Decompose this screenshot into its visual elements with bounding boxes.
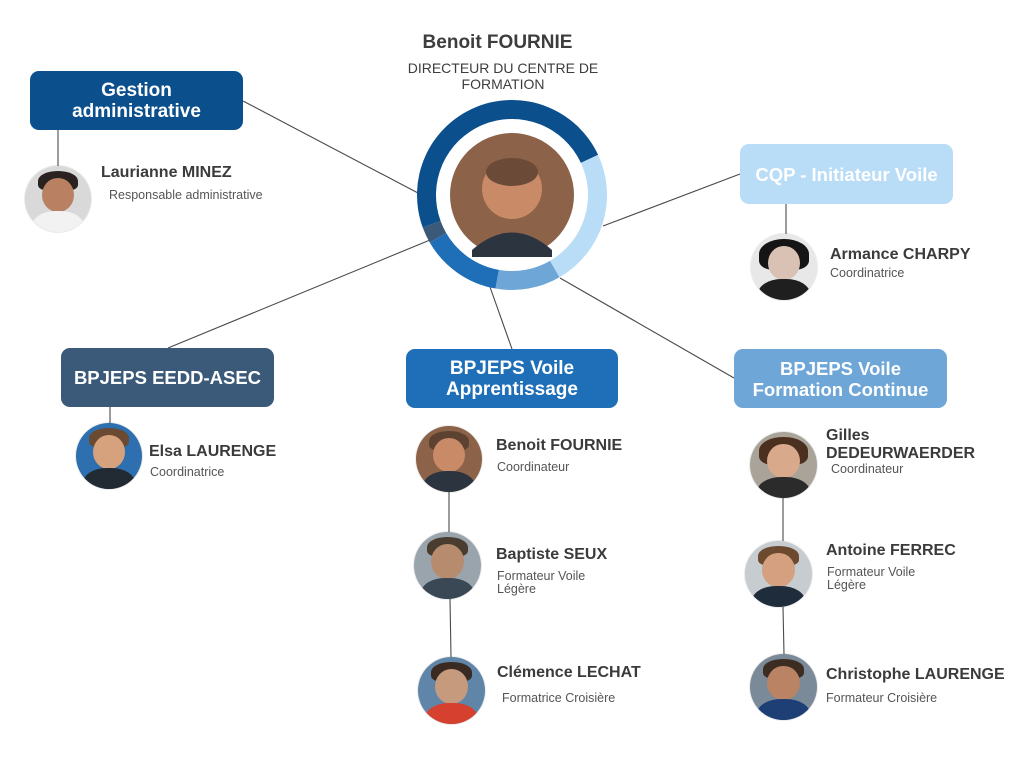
avatar-armance[interactable] <box>751 234 817 300</box>
dept-label: BPJEPS EEDD-ASEC <box>73 367 262 388</box>
ring-segment <box>495 260 560 290</box>
dept-label: Gestion administrative <box>72 79 201 122</box>
dept-bpjeps-eedd-asec[interactable]: BPJEPS EEDD-ASEC <box>61 348 274 407</box>
connector-antoine-christophe <box>782 606 785 655</box>
dept-cqp-initiateur-voile[interactable]: CQP - Initiateur Voile <box>740 144 953 204</box>
person-role: Formateur Voile Légère <box>827 565 916 592</box>
person-role: Formatrice Croisière <box>502 691 616 705</box>
person-name: Baptiste SEUX <box>496 546 608 563</box>
connector-voile-app <box>489 286 513 350</box>
ring-segment <box>422 220 447 243</box>
ring-segment <box>416 99 599 228</box>
person-name: Gilles DEDEURWAERDER <box>826 427 976 462</box>
dept-gestion-administrative[interactable]: Gestion administrative <box>30 71 243 130</box>
avatar-clemence[interactable] <box>418 657 485 724</box>
person-role: Coordinateur <box>497 460 570 474</box>
connector-baptiste-clemence <box>449 598 452 658</box>
connector-eedd <box>167 239 431 349</box>
avatar-baptiste[interactable] <box>414 532 481 599</box>
ring-segment <box>550 154 607 278</box>
dept-bpjeps-voile-formation-continue[interactable]: BPJEPS Voile Formation Continue <box>734 349 947 408</box>
person-role: Formateur Croisière <box>826 691 938 705</box>
avatar-laurianne[interactable] <box>25 166 91 232</box>
director-title: DIRECTEUR DU CENTRE DE FORMATION <box>407 60 599 92</box>
person-role: Formateur Voile Légère <box>497 569 586 596</box>
director-photo[interactable] <box>450 133 574 257</box>
avatar-gilles[interactable] <box>750 432 817 498</box>
avatar-benoit[interactable] <box>416 426 482 492</box>
connector-voile-fc <box>559 277 735 379</box>
connector-gestion <box>242 100 419 194</box>
person-name: Armance CHARPY <box>830 246 971 263</box>
dept-bpjeps-voile-apprentissage[interactable]: BPJEPS Voile Apprentissage <box>406 349 618 408</box>
person-name: Benoit FOURNIE <box>496 437 623 454</box>
person-role: Coordinatrice <box>830 266 905 280</box>
avatar-elsa[interactable] <box>76 423 142 489</box>
connector-cqp <box>602 173 741 227</box>
director-name: Benoit FOURNIE <box>422 32 573 53</box>
dept-label: BPJEPS Voile Formation Continue <box>752 357 929 400</box>
person-role: Coordinateur <box>831 462 904 476</box>
ring-segment <box>429 233 499 289</box>
dept-label: BPJEPS Voile Apprentissage <box>446 357 578 400</box>
person-name: Antoine FERREC <box>826 542 956 559</box>
director-ring <box>416 99 607 290</box>
avatar-christophe[interactable] <box>750 654 817 720</box>
person-role: Responsable administrative <box>109 188 263 202</box>
person-name: Christophe LAURENGE <box>826 666 1005 683</box>
dept-label: CQP - Initiateur Voile <box>755 163 938 185</box>
avatar-antoine[interactable] <box>745 541 812 607</box>
person-name: Laurianne MINEZ <box>101 164 232 181</box>
person-name: Clémence LECHAT <box>497 664 641 681</box>
person-name: Elsa LAURENGE <box>149 443 277 460</box>
person-role: Coordinatrice <box>150 465 225 479</box>
